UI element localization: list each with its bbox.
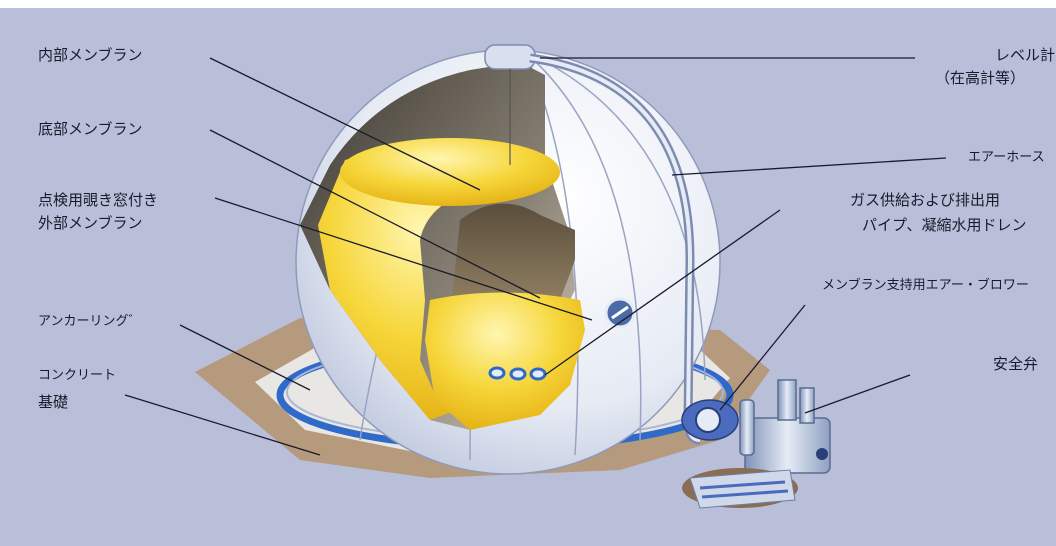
label-concrete-line1: コンクリート <box>38 366 116 386</box>
label-safety-valve: 安全弁 <box>993 354 1038 374</box>
label-bottom-membrane: 底部メンブラン <box>38 119 143 139</box>
label-outer-membrane-line2: 外部メンブラン <box>38 213 143 233</box>
label-level-gauge-line2: （在高計等） <box>935 68 1025 88</box>
label-gas-pipe-line2: パイプ、凝縮水用ドレン <box>862 215 1027 235</box>
gas-pipes <box>490 368 545 379</box>
label-gas-pipe-line1: ガス供給および排出用 <box>850 190 1000 210</box>
label-concrete-line2: 基礎 <box>38 392 68 412</box>
label-anchor-ring: アンカーリング゛ <box>38 312 141 332</box>
label-level-gauge-line1: レベル計 <box>995 45 1055 65</box>
label-air-hose: エアーホース <box>968 148 1045 168</box>
safety-valve <box>740 380 830 473</box>
air-blower <box>682 400 738 440</box>
label-outer-membrane-line1: 点検用覗き窓付き <box>38 190 158 210</box>
condensate-drain <box>682 468 798 508</box>
label-blower: メンブラン支持用エアー・ブロワー <box>822 276 1029 296</box>
level-gauge <box>485 45 535 69</box>
label-inner-membrane: 内部メンブラン <box>38 45 143 65</box>
